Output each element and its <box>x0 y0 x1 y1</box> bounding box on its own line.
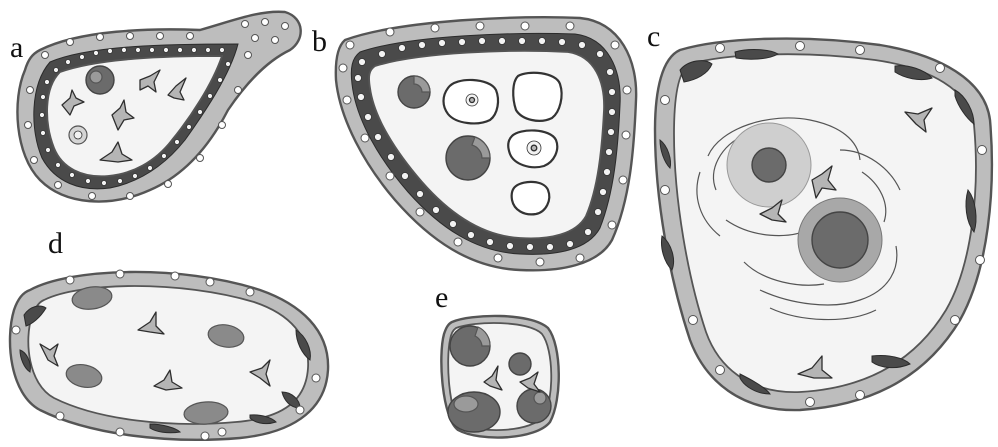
panel-label-e: e <box>435 281 448 314</box>
panel-a: a <box>10 12 301 202</box>
panel-label-b: b <box>312 25 327 58</box>
panel-c: c <box>647 20 992 410</box>
panel-label-d: d <box>48 227 63 260</box>
panel-label-c: c <box>647 20 660 53</box>
panel-b: b <box>312 17 636 270</box>
panel-label-a: a <box>10 31 23 64</box>
panel-d: d <box>10 227 328 440</box>
panel-d-lumen <box>28 286 308 424</box>
panel-e: e <box>435 281 559 438</box>
